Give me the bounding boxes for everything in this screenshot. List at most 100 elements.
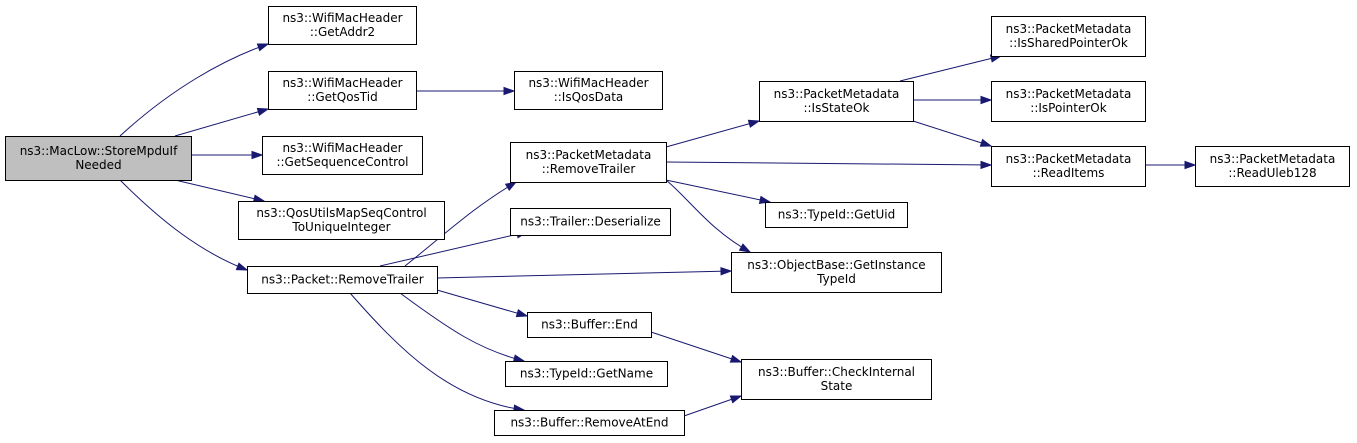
edge-line (912, 120, 992, 147)
edge-n0-to-n3 (191, 150, 264, 160)
node-n13[interactable]: ns3::PacketMetadata::IsStateOk (759, 81, 914, 122)
node-box (765, 202, 908, 228)
edge-n7-to-n13 (665, 119, 761, 148)
arrowhead (729, 395, 743, 404)
node-label-line: ns3::PacketMetadata (526, 148, 652, 162)
node-label-line: ::IsPointerOk (1030, 101, 1106, 115)
edge-line (119, 43, 269, 137)
node-n18[interactable]: ns3::PacketMetadata::IsPointerOk (991, 81, 1146, 122)
node-n19[interactable]: ns3::PacketMetadata::ReadUleb128 (1195, 146, 1350, 187)
edge-line (399, 292, 525, 362)
node-label-line: ns3::Packet::RemoveTrailer (261, 273, 424, 287)
node-n7[interactable]: ns3::PacketMetadata::RemoveTrailer (510, 142, 667, 183)
node-label-line: ::IsQosData (554, 90, 624, 104)
node-box (527, 312, 652, 338)
node-box (991, 146, 1146, 187)
arrowhead (980, 160, 993, 170)
node-box (510, 208, 671, 236)
node-n6[interactable]: ns3::WifiMacHeader::IsQosData (514, 71, 663, 110)
arrowhead (515, 309, 529, 318)
node-label-line: ::IsSharedPointerOk (1009, 36, 1128, 50)
node-box (238, 201, 445, 240)
node-label-line: ns3::TypeId::GetUid (778, 208, 896, 222)
edge-line (665, 120, 760, 148)
edge-line (665, 179, 751, 253)
node-n15[interactable]: ns3::TypeId::GetUid (765, 202, 908, 228)
arrowhead (738, 243, 752, 253)
node-n1[interactable]: ns3::WifiMacHeader::GetAddr2 (268, 6, 417, 45)
node-box (514, 71, 663, 110)
arrowhead (512, 354, 526, 363)
node-n10[interactable]: ns3::Buffer::End (527, 312, 652, 338)
edge-line (436, 270, 732, 279)
node-label-line: ns3::ObjectBase::GetInstance (747, 258, 925, 272)
edge-n7-to-n9 (665, 179, 752, 253)
edge-n13-to-n17 (899, 54, 1003, 82)
arrowhead (720, 267, 733, 276)
arrowhead (747, 119, 761, 128)
edge-line (174, 108, 269, 137)
node-n5[interactable]: ns3::Packet::RemoveTrailer (247, 266, 438, 294)
edge-n7-to-n14 (665, 160, 993, 170)
node-label-line: ns3::PacketMetadata (1006, 22, 1132, 36)
node-n14[interactable]: ns3::PacketMetadata::ReadItems (991, 146, 1146, 187)
node-n8[interactable]: ns3::Trailer::Deserialize (510, 208, 671, 236)
node-label-line: ::GetAddr2 (310, 25, 375, 39)
arrowhead (979, 138, 993, 147)
node-label-line: ns3::WifiMacHeader (282, 141, 402, 155)
node-label-line: ::IsStateOk (803, 101, 869, 115)
node-label-line: ns3::PacketMetadata (1210, 152, 1336, 166)
node-n3[interactable]: ns3::WifiMacHeader::GetSequenceControl (262, 136, 423, 175)
node-label-line: TypeId (816, 272, 856, 286)
arrowhead (504, 181, 518, 192)
edge-n13-to-n14 (912, 120, 993, 147)
node-box (268, 6, 417, 45)
node-label-line: ns3::Buffer::RemoveAtEnd (510, 416, 668, 430)
node-label-line: ns3::QosUtilsMapSeqControl (256, 206, 426, 220)
edge-n12-to-n16 (683, 395, 743, 417)
node-label-line: ns3::Trailer::Deserialize (520, 215, 661, 229)
node-label-line: ::RemoveTrailer (542, 162, 636, 176)
edge-n7-to-n15 (665, 179, 772, 204)
node-box (991, 81, 1146, 122)
arrowhead (503, 86, 516, 96)
node-label-line: ::ReadItems (1033, 166, 1105, 180)
node-n12[interactable]: ns3::Buffer::RemoveAtEnd (494, 410, 685, 436)
edge-n14-to-n19 (1145, 160, 1197, 170)
edge-n5-to-n11 (399, 292, 526, 363)
edge-line (665, 179, 771, 203)
node-box (759, 81, 914, 122)
node-box (731, 252, 942, 293)
edge-n13-to-n18 (913, 95, 993, 105)
node-label-line: ns3::PacketMetadata (1006, 152, 1132, 166)
edge-n2-to-n6 (416, 86, 516, 96)
edge-line (899, 55, 1002, 82)
edge-line (436, 289, 528, 317)
arrowhead (758, 195, 772, 204)
arrowhead (1184, 160, 1197, 170)
edge-n5-to-n9 (436, 267, 733, 279)
edge-line (665, 161, 992, 166)
edge-n0-to-n1 (119, 43, 270, 137)
node-label-line: ns3::WifiMacHeader (282, 76, 402, 90)
node-n17[interactable]: ns3::PacketMetadata::IsSharedPointerOk (991, 16, 1146, 57)
node-label-line: ns3::PacketMetadata (774, 87, 900, 101)
node-label-line: ::GetQosTid (307, 90, 377, 104)
node-n2[interactable]: ns3::WifiMacHeader::GetQosTid (268, 71, 417, 110)
node-label-line: ns3::Buffer::End (541, 318, 638, 332)
edge-line (379, 231, 528, 267)
node-label-line: ::GetSequenceControl (276, 155, 408, 169)
node-n4[interactable]: ns3::QosUtilsMapSeqControlToUniqueIntege… (238, 201, 445, 240)
node-label-line: ns3::MacLow::StoreMpduIf (20, 144, 178, 158)
arrowhead (235, 262, 249, 271)
edge-line (650, 331, 742, 363)
node-box (991, 16, 1146, 57)
node-n11[interactable]: ns3::TypeId::GetName (505, 361, 668, 387)
node-label-line: State (821, 379, 853, 393)
node-label-line: ToUniqueInteger (291, 220, 390, 234)
